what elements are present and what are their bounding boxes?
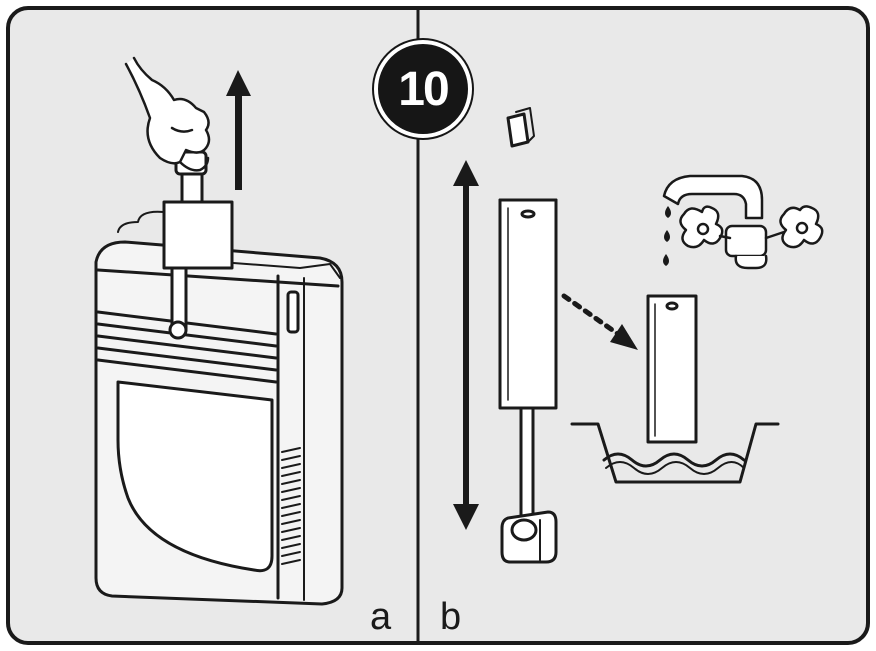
pump-module xyxy=(162,150,234,340)
water-drops-icon xyxy=(663,206,671,266)
panel-label-a: a xyxy=(370,596,392,638)
step-number: 10 xyxy=(398,62,449,116)
basin-icon xyxy=(570,422,780,484)
filter-housing xyxy=(94,240,344,606)
power-cable xyxy=(117,210,165,233)
panel-a-illustration xyxy=(94,56,344,606)
impeller-tube xyxy=(498,198,558,564)
rinsed-tube xyxy=(646,294,698,444)
step-number-badge: 10 xyxy=(374,40,472,138)
up-arrow-icon xyxy=(226,70,251,190)
clip-part xyxy=(506,107,535,148)
dotted-arrow-icon xyxy=(561,293,638,350)
panel-label-b: b xyxy=(440,596,462,638)
tap-icon xyxy=(662,174,824,270)
double-arrow-icon xyxy=(453,160,479,530)
hand-icon xyxy=(124,56,211,172)
panel-b-illustration xyxy=(453,107,824,564)
